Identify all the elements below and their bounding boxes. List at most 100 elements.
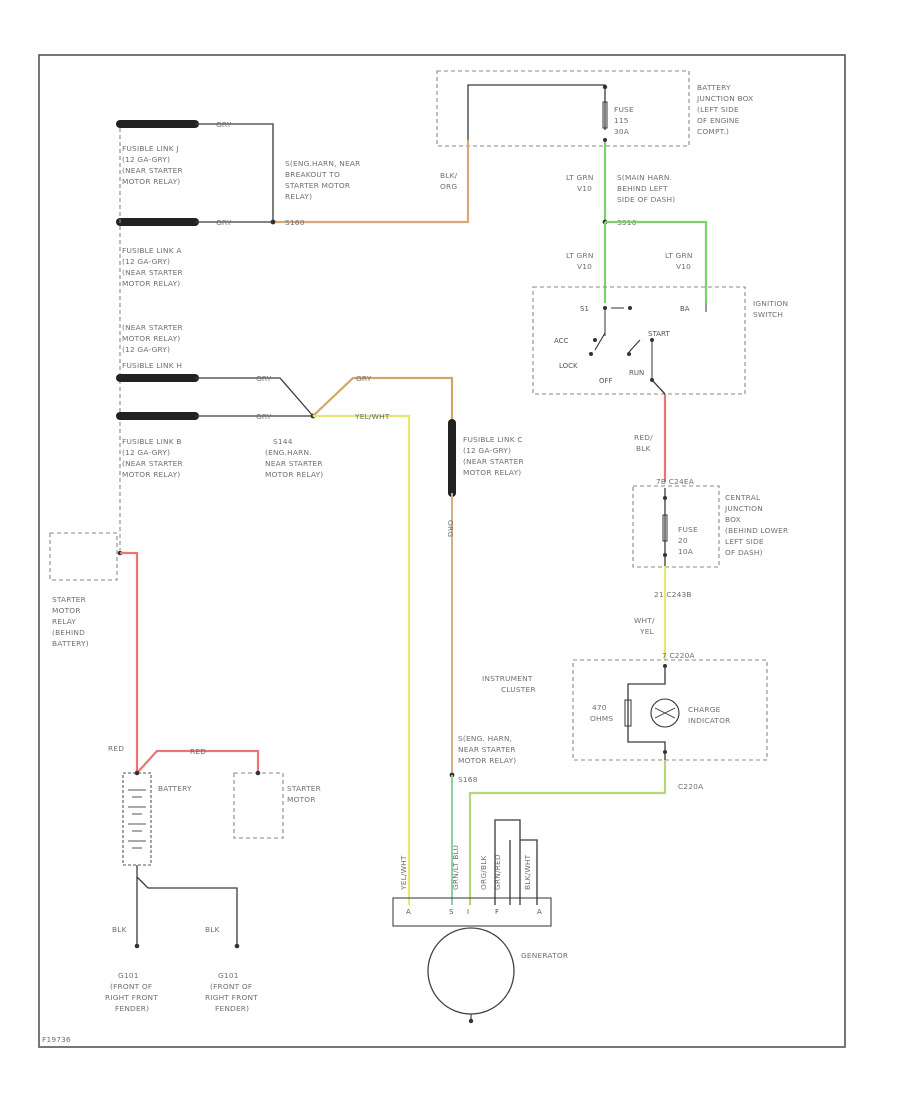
svg-text:BEHIND LEFT: BEHIND LEFT — [617, 184, 668, 193]
fusible-link-b-label: FUSIBLE LINK B (12 GA-GRY) (NEAR STARTER… — [122, 437, 183, 479]
svg-text:OFF: OFF — [599, 377, 613, 385]
svg-text:FUSIBLE LINK H: FUSIBLE LINK H — [122, 361, 182, 370]
connector-c243b: 21 C243B — [654, 590, 692, 599]
wire-blk-org-label: BLK/ ORG — [440, 171, 458, 191]
svg-text:S: S — [449, 908, 454, 916]
svg-text:30A: 30A — [614, 127, 629, 136]
fuse-20-pin-bot — [663, 553, 667, 557]
svg-text:(12 GA-GRY): (12 GA-GRY) — [122, 448, 170, 457]
splice-s316-label: S(MAIN HARN. BEHIND LEFT SIDE OF DASH) S… — [617, 173, 675, 227]
svg-text:BA: BA — [680, 305, 690, 313]
svg-text:S(ENG.HARN, NEAR: S(ENG.HARN, NEAR — [285, 159, 360, 168]
svg-text:FUSIBLE LINK C: FUSIBLE LINK C — [463, 435, 523, 444]
svg-text:(12 GA-GRY): (12 GA-GRY) — [122, 257, 170, 266]
central-junction-box — [632, 485, 720, 568]
svg-text:ORG: ORG — [440, 182, 457, 191]
svg-text:(LEFT SIDE: (LEFT SIDE — [697, 105, 739, 114]
svg-text:MOTOR RELAY): MOTOR RELAY) — [122, 334, 180, 343]
svg-text:CHARGE: CHARGE — [688, 705, 721, 714]
wire-gry-link-j — [195, 123, 274, 222]
wire-ltgrn-3 — [605, 220, 708, 303]
svg-text:FUSE: FUSE — [678, 525, 698, 534]
wire-red-starter — [136, 749, 260, 774]
ground-g101-1 — [134, 943, 140, 949]
red-label-vertical: RED — [108, 744, 124, 753]
org-vertical-label: ORG — [446, 520, 455, 537]
svg-text:LEFT SIDE: LEFT SIDE — [725, 537, 764, 546]
ignition-switch-label: IGNITION SWITCH — [753, 299, 788, 319]
gen-stub-wires — [509, 839, 538, 905]
starter-motor — [233, 772, 284, 839]
svg-text:115: 115 — [614, 116, 629, 125]
svg-text:WHT/: WHT/ — [634, 616, 655, 625]
svg-text:INSTRUMENT: INSTRUMENT — [482, 674, 533, 683]
lamp-filament — [654, 707, 676, 719]
svg-text:STARTER MOTOR: STARTER MOTOR — [285, 181, 350, 190]
svg-text:S144: S144 — [273, 437, 293, 446]
svg-text:BLK/: BLK/ — [440, 171, 458, 180]
svg-text:STARTER: STARTER — [287, 784, 321, 793]
svg-text:V10: V10 — [577, 184, 592, 193]
svg-text:RED/: RED/ — [634, 433, 653, 442]
svg-text:STARTER: STARTER — [52, 595, 86, 604]
svg-text:MOTOR RELAY): MOTOR RELAY) — [122, 470, 180, 479]
svg-text:(12 GA-GRY): (12 GA-GRY) — [122, 345, 170, 354]
svg-text:G101: G101 — [218, 971, 239, 980]
gry-label-j: GRY — [216, 120, 232, 129]
svg-text:(NEAR STARTER: (NEAR STARTER — [122, 166, 183, 175]
svg-text:BLK/WHT: BLK/WHT — [523, 854, 532, 890]
svg-text:(12 GA-GRY): (12 GA-GRY) — [463, 446, 511, 455]
wire-gry-org — [312, 376, 454, 420]
svg-text:(NEAR STARTER: (NEAR STARTER — [122, 268, 183, 277]
ignition-switch-internals: S1 BA ACC START LOCK OFF RUN — [554, 303, 707, 385]
blk-label-2: BLK — [205, 925, 220, 934]
generator-pins: A S I F A — [406, 908, 542, 916]
gry-label-b: GRY — [256, 412, 272, 421]
svg-text:ACC: ACC — [554, 337, 569, 345]
ignition-switch — [532, 286, 746, 395]
svg-text:CENTRAL: CENTRAL — [725, 493, 761, 502]
fuse-20-label: FUSE 20 10A — [678, 525, 698, 556]
svg-text:FENDER): FENDER) — [215, 1004, 249, 1013]
svg-text:S160: S160 — [285, 218, 305, 227]
svg-text:(NEAR STARTER: (NEAR STARTER — [122, 459, 183, 468]
fusible-link-h-label: (NEAR STARTER MOTOR RELAY) (12 GA-GRY) F… — [122, 323, 183, 370]
svg-text:BREAKOUT TO: BREAKOUT TO — [285, 170, 340, 179]
ground-g101-2-label: G101 (FRONT OF RIGHT FRONT FENDER) — [205, 971, 258, 1013]
svg-text:MOTOR: MOTOR — [287, 795, 316, 804]
svg-text:COMPT.): COMPT.) — [697, 127, 729, 136]
wire-red-blk-label: RED/ BLK — [634, 433, 653, 453]
wire-blk-ground-2 — [136, 865, 238, 945]
svg-text:F: F — [495, 908, 499, 916]
svg-text:(FRONT OF: (FRONT OF — [110, 982, 152, 991]
svg-text:LT GRN: LT GRN — [566, 251, 594, 260]
svg-text:BOX: BOX — [725, 515, 741, 524]
ign-run-link — [651, 379, 666, 395]
svg-text:MOTOR RELAY): MOTOR RELAY) — [122, 177, 180, 186]
svg-text:FUSIBLE LINK B: FUSIBLE LINK B — [122, 437, 182, 446]
blk-label-1: BLK — [112, 925, 127, 934]
svg-text:RELAY: RELAY — [52, 617, 76, 626]
svg-text:RIGHT FRONT: RIGHT FRONT — [205, 993, 258, 1002]
charge-indicator-label: CHARGE INDICATOR — [688, 705, 730, 725]
svg-text:JUNCTION BOX: JUNCTION BOX — [696, 94, 753, 103]
fuse-115-label: FUSE 115 30A — [614, 105, 634, 136]
starter-motor-relay-label: STARTER MOTOR RELAY (BEHIND BATTERY) — [52, 595, 89, 648]
svg-text:YEL: YEL — [639, 627, 655, 636]
svg-text:S1: S1 — [580, 305, 589, 313]
starter-terminal — [255, 770, 261, 776]
svg-text:RIGHT FRONT: RIGHT FRONT — [105, 993, 158, 1002]
connector-c220a-bottom: C220A — [678, 782, 703, 791]
svg-text:I: I — [467, 908, 469, 916]
yel-wht-label: YEL/WHT — [354, 412, 390, 421]
svg-text:GRN/RED: GRN/RED — [493, 854, 502, 890]
generator-label: GENERATOR — [521, 951, 568, 960]
battery-junction-box-label: BATTERY JUNCTION BOX (LEFT SIDE OF ENGIN… — [696, 83, 753, 136]
svg-text:CLUSTER: CLUSTER — [501, 685, 536, 694]
svg-text:(NEAR STARTER: (NEAR STARTER — [122, 323, 183, 332]
wire-gry-link-h — [195, 377, 314, 417]
splice-s160 — [270, 219, 276, 225]
svg-text:(BEHIND LOWER: (BEHIND LOWER — [725, 526, 788, 535]
generator-connector — [392, 897, 552, 927]
